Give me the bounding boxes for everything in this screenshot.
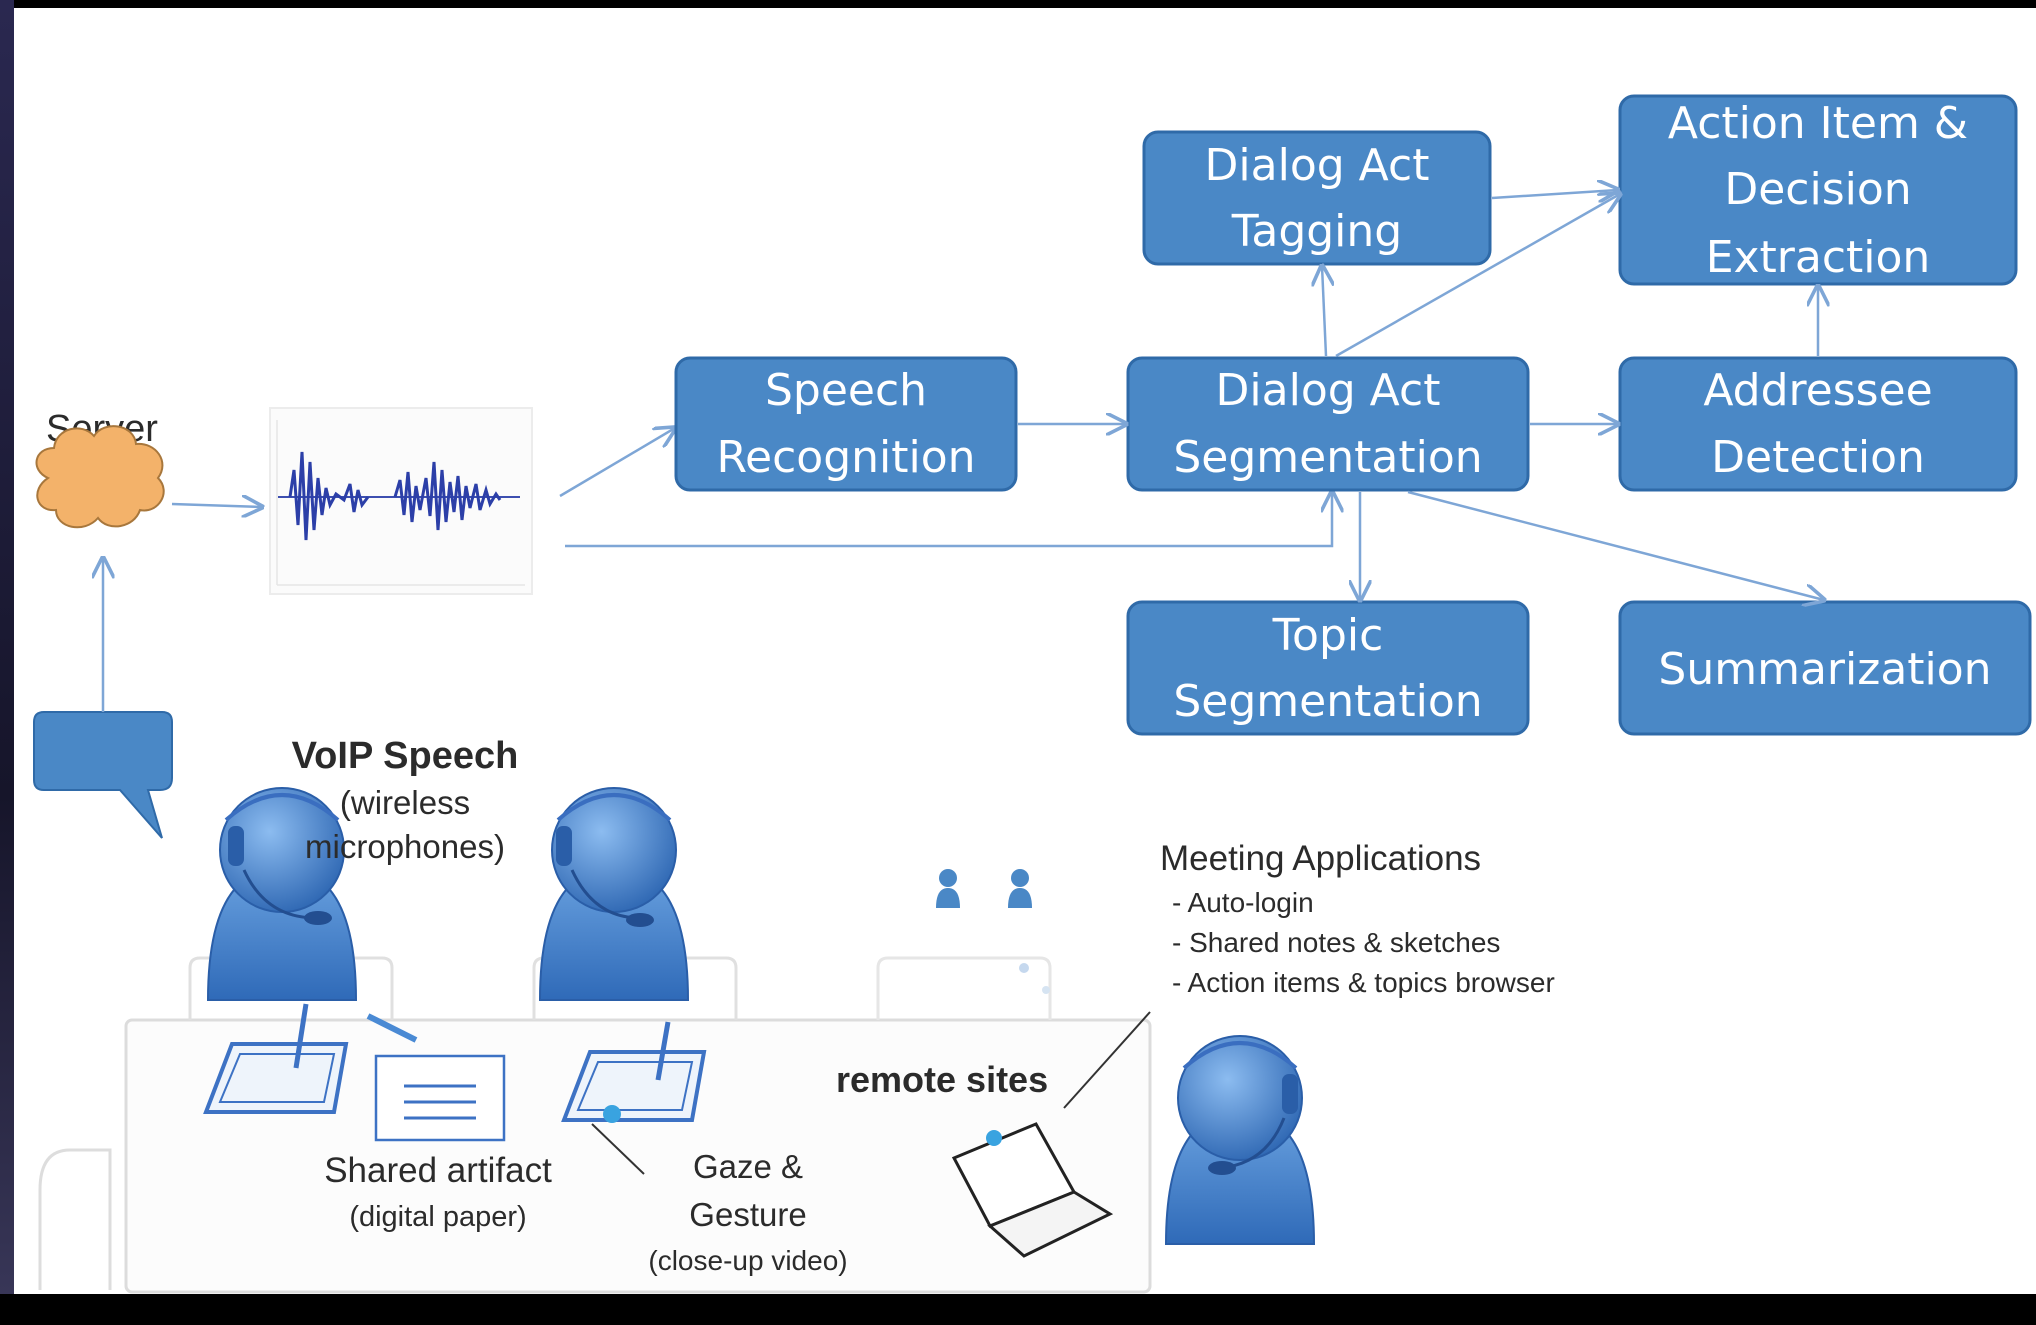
addressee-detection-line2: Detection [1711,432,1925,483]
dialog-act-tagging-box: Dialog Act Tagging [1142,130,1492,266]
top-border [0,0,2036,8]
meeting-apps-item-1: - Auto-login [1172,887,1314,918]
bottom-border [0,1294,2036,1325]
arrow-segmentation-to-summarization [1407,490,1824,600]
addressee-detection-line1: Addressee [1703,365,1932,416]
topic-segmentation-line2: Segmentation [1173,676,1482,727]
dialog-act-segmentation-box: Dialog Act Segmentation [1126,356,1530,492]
action-item-line3: Extraction [1706,232,1931,283]
meeting-apps-title: Meeting Applications [1160,839,1481,878]
dialog-act-segmentation-line2: Segmentation [1173,432,1482,483]
addressee-detection-box: Addressee Detection [1618,356,2018,492]
summarization-line1: Summarization [1658,644,1991,695]
shared-artifact-title: Shared artifact [324,1151,552,1190]
speech-recognition-line1: Speech [765,365,927,416]
speech-recognition-box: Speech Recognition [674,356,1018,492]
left-border [0,0,14,1325]
gaze-line2: Gesture [689,1196,806,1233]
dialog-act-tagging-line1: Dialog Act [1205,140,1430,191]
shared-artifact-sub: (digital paper) [349,1201,526,1233]
remote-people-icon [936,869,1050,994]
arrow-tagging-to-action [1491,190,1618,198]
server-cloud-icon [35,425,165,529]
speech-bubble-icon [33,711,173,839]
arrow-segmentation-to-action [1335,194,1620,358]
arrow-waveform-to-speech [559,428,675,498]
meeting-apps-pointer [1063,1011,1151,1109]
summarization-box: Summarization [1618,600,2032,736]
gaze-line1: Gaze & [693,1148,803,1185]
tablet-2-icon [561,1021,707,1123]
meeting-apps-item-3: - Action items & topics browser [1172,967,1555,998]
action-item-line2: Decision [1724,164,1911,215]
arrow-waveform-to-segmentation [565,492,1332,548]
meeting-apps-item-2: - Shared notes & sketches [1172,927,1500,958]
arrow-server-to-waveform [171,504,262,507]
voip-sub1: (wireless [340,784,470,821]
laptop-icon [951,1122,1114,1258]
dialog-act-tagging-line2: Tagging [1231,206,1402,257]
voip-sub2: microphones) [305,828,505,865]
action-item-line1: Action Item & [1668,98,1968,149]
gaze-line3: (close-up video) [648,1245,847,1276]
gaze-pointer [591,1123,645,1175]
remote-sites-label: remote sites [836,1059,1048,1100]
waveform-icon [269,407,533,595]
speech-recognition-line2: Recognition [716,432,975,483]
dialog-act-segmentation-line1: Dialog Act [1216,365,1441,416]
digital-paper-icon [366,1013,506,1142]
person-3-icon [1164,1035,1316,1245]
person-2-icon [538,787,690,1001]
person-1-icon [206,787,358,1001]
tablet-1-icon [203,1003,349,1114]
meeting-table [38,956,1152,1294]
action-item-box: Action Item & Decision Extraction [1618,94,2018,286]
arrow-segmentation-to-tagging [1322,266,1326,357]
topic-segmentation-line1: Topic [1272,610,1384,661]
topic-segmentation-box: Topic Segmentation [1126,600,1530,736]
voip-title: VoIP Speech [292,735,519,777]
